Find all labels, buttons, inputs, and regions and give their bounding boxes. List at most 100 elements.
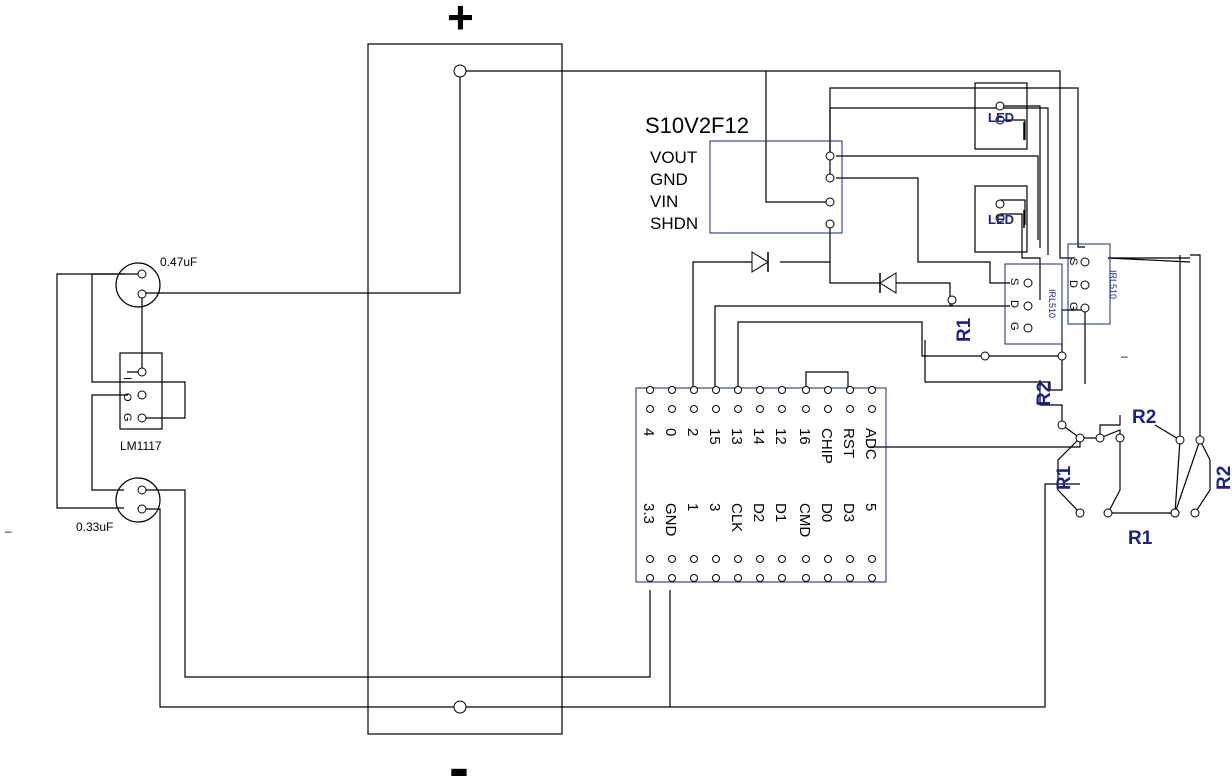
module-pin-bot-b-2: [690, 574, 698, 582]
led-bottom-pin-2: [995, 213, 1005, 223]
module-pin-bot-b-1: [668, 574, 676, 582]
mosfet-1-pin-d-label: D: [1008, 300, 1020, 308]
mosfet-1-pin-d: [1023, 301, 1033, 311]
regulator-pins: VOUT GND VIN SHDN: [650, 148, 835, 233]
positive-terminal-label: +: [447, 0, 474, 43]
wifi-module: [635, 387, 887, 583]
led-bottom: [974, 185, 1028, 253]
regulator-s10v2f12: [709, 140, 843, 234]
reg-pin-gnd: [825, 173, 835, 183]
stray-mark-left: –: [5, 524, 12, 538]
negative-terminal-label: -: [449, 734, 469, 780]
reg-pin-vout-label: VOUT: [650, 148, 697, 167]
module-pin-top-a-0: [646, 386, 654, 394]
negative-node: [453, 700, 467, 714]
cap-047-pin-1: [137, 269, 147, 279]
node-13: [1190, 508, 1200, 518]
module-pin-bot-b-5: [756, 574, 764, 582]
ldo-pin-g-label: G: [121, 413, 133, 422]
module-pin-bot-a-0: [646, 555, 654, 563]
module-pin-top-a-6: [778, 386, 786, 394]
mosfet-irl510-2: [1067, 243, 1111, 325]
battery-pack: [367, 43, 563, 735]
capacitor-047: [115, 262, 161, 308]
module-pin-top-b-9: [846, 405, 854, 413]
module-pin-top-b-4: [734, 405, 742, 413]
node-1: [947, 295, 957, 305]
module-bottom-label-0: 3.3: [640, 503, 657, 524]
diode-2: [879, 272, 897, 294]
mosfet-2-pin-g: [1080, 303, 1090, 313]
module-top-label-2: 2: [684, 428, 701, 436]
module-pin-top-a-3: [712, 386, 720, 394]
led-top-pin-1: [995, 101, 1005, 111]
node-5: [1075, 433, 1085, 443]
stray-mark-right: –: [1121, 349, 1128, 363]
module-bottom-label-8: D0: [818, 503, 835, 522]
module-pin-top-b-7: [802, 405, 810, 413]
module-pin-bot-a-1: [668, 555, 676, 563]
module-pin-top-a-7: [802, 386, 810, 394]
cap-033-pin-1: [137, 485, 147, 495]
node-6: [1095, 433, 1105, 443]
node-3: [1057, 351, 1067, 361]
mosfet-1-pin-g: [1023, 323, 1033, 333]
module-pin-bot-a-5: [756, 555, 764, 563]
node-11: [1103, 508, 1113, 518]
module-pin-bot-b-6: [778, 574, 786, 582]
ldo-lm1117: [119, 352, 163, 430]
node-9: [1195, 435, 1205, 445]
module-pin-bot-a-8: [824, 555, 832, 563]
module-bottom-label-2: 1: [684, 503, 701, 511]
positive-node: [453, 64, 467, 78]
cap-033-label: 0.33uF: [76, 520, 113, 534]
module-top-label-5: 14: [750, 428, 767, 445]
module-top-label-10: ADC: [862, 428, 879, 460]
led-bottom-label: LED: [988, 212, 1014, 227]
module-pin-bot-b-9: [846, 574, 854, 582]
module-bottom-label-9: D3: [840, 503, 857, 522]
module-pin-bot-a-9: [846, 555, 854, 563]
module-pin-top-b-1: [668, 405, 676, 413]
led-top-pin-2: [995, 115, 1005, 125]
node-14: [1170, 508, 1180, 518]
cap-033-pin-2: [137, 504, 147, 514]
r2-label-c: R2: [1214, 466, 1232, 490]
module-top-label-9: RST: [840, 428, 857, 458]
r2-label-b: R2: [1132, 407, 1156, 428]
cap-047-label: 0.47uF: [160, 255, 197, 269]
reg-pin-vin: [825, 197, 835, 207]
mosfet-1-label: IRL510: [1047, 289, 1057, 318]
reg-pin-shdn: [825, 219, 835, 229]
module-pin-top-a-9: [846, 386, 854, 394]
module-pin-top-b-6: [778, 405, 786, 413]
mosfet-2-pin-d-label: D: [1067, 280, 1079, 288]
led-top-label: LED: [988, 110, 1014, 125]
module-bottom-label-7: CMD: [796, 503, 813, 537]
module-pin-top-a-1: [668, 386, 676, 394]
module-bottom-label-1: GND: [662, 503, 679, 537]
module-top-label-7: 16: [796, 428, 813, 445]
module-pin-bot-b-10: [868, 574, 876, 582]
node-10: [1075, 508, 1085, 518]
ldo-pin-o: [137, 390, 147, 400]
module-pin-top-b-8: [824, 405, 832, 413]
node-8: [1175, 435, 1185, 445]
module-pin-top-a-10: [868, 386, 876, 394]
reg-pin-shdn-label: SHDN: [650, 214, 698, 233]
module-pin-top-a-4: [734, 386, 742, 394]
module-pin-bot-b-0: [646, 574, 654, 582]
module-pin-bot-a-4: [734, 555, 742, 563]
module-pin-top-a-8: [824, 386, 832, 394]
ldo-pin-g: [137, 413, 147, 423]
module-pin-top-b-3: [712, 405, 720, 413]
mosfet-2-pin-s-label: S: [1067, 258, 1079, 265]
reg-pin-vin-label: VIN: [650, 192, 678, 211]
node-7: [1115, 433, 1125, 443]
mosfet-2-pin-g-label: G: [1067, 302, 1079, 311]
reg-pin-vout: [825, 151, 835, 161]
mosfet-2-pins: S D G: [1067, 257, 1090, 313]
ldo-pin-i: [137, 367, 147, 377]
module-pin-top-b-5: [756, 405, 764, 413]
